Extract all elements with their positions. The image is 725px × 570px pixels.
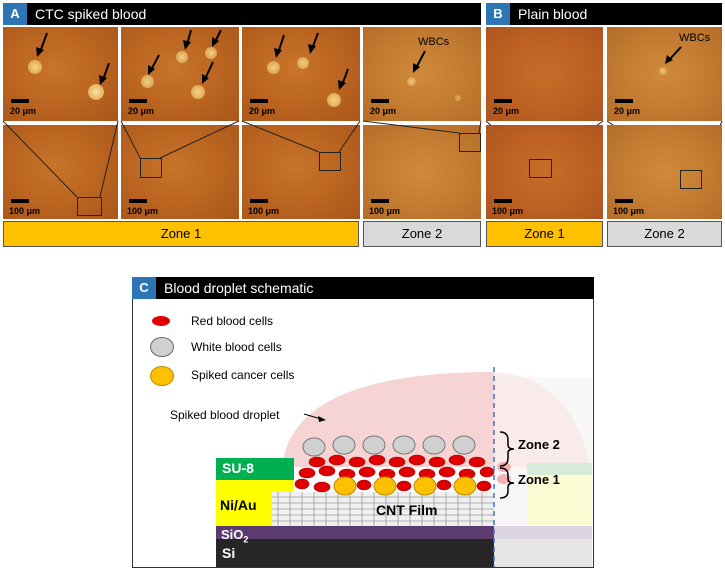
panel-b-title: Plain blood (518, 6, 588, 22)
micrograph-b1-zoom: 20 μm (486, 27, 603, 121)
zoom-region-box (319, 152, 341, 171)
scale-bar (615, 99, 633, 103)
layer-niau-label: Ni/Au (220, 497, 257, 513)
scale-label: 100 μm (613, 206, 645, 216)
wbc-cell (455, 95, 461, 101)
panel-a-title: CTC spiked blood (35, 6, 147, 22)
panel-a-header: A CTC spiked blood (3, 3, 481, 25)
legend-rbc-swatch (152, 316, 170, 326)
zoom-region-box (140, 158, 162, 178)
ctc-cell (141, 75, 154, 88)
ctc-cell (176, 51, 188, 63)
ctc-cell (327, 93, 341, 107)
panel-c-badge: C (132, 277, 156, 299)
micrograph-a2-zoom: 20 μm (121, 27, 239, 121)
scale-label: 100 μm (492, 206, 524, 216)
panel-a-badge: A (3, 3, 27, 25)
scale-bar (11, 199, 29, 203)
arrows-overlay (148, 29, 222, 84)
ctc-cell (297, 57, 309, 69)
panel-b-zone2-bar: Zone 2 (607, 221, 722, 247)
scale-bar (371, 99, 389, 103)
ctc-cell (205, 47, 217, 59)
micrograph-a3-overview: 100 μm (242, 125, 360, 219)
legend-cancer-label: Spiked cancer cells (191, 368, 295, 382)
panel-a-zone2-bar: Zone 2 (363, 221, 481, 247)
micrograph-b2-zoom: WBCs 20 μm (607, 27, 722, 121)
panel-b-zone1-bar: Zone 1 (486, 221, 603, 247)
scale-bar (250, 199, 268, 203)
scale-bar (494, 199, 512, 203)
scale-label: 100 μm (248, 206, 280, 216)
zoom-region-box (459, 133, 481, 152)
scale-bar (615, 199, 633, 203)
legend-wbc-label: White blood cells (191, 340, 282, 354)
wbc-cell (659, 67, 667, 75)
scale-label: 20 μm (128, 106, 155, 116)
scale-bar (129, 199, 147, 203)
scale-label: 20 μm (493, 106, 520, 116)
micrograph-a4-zoom: WBCs 20 μm (363, 27, 481, 121)
legend-rbc-label: Red blood cells (191, 314, 274, 328)
zoom-region-box (680, 170, 702, 189)
arrows-overlay (36, 32, 110, 85)
scale-bar (371, 199, 389, 203)
scale-label: 20 μm (614, 106, 641, 116)
scale-bar (129, 99, 147, 103)
scale-label: 20 μm (249, 106, 276, 116)
ctc-cell (28, 60, 42, 74)
arrows-overlay (274, 32, 349, 90)
micrograph-a4-overview: 100 μm (363, 125, 481, 219)
scale-label: 100 μm (369, 206, 401, 216)
scale-bar (250, 99, 268, 103)
layer-su8-label: SU-8 (222, 460, 254, 476)
micrograph-b2-overview: 100 μm (607, 125, 722, 219)
panel-a-zone1-bar: Zone 1 (3, 221, 359, 247)
layer-cnt-label: CNT Film (376, 502, 438, 518)
zoom-region-box (77, 197, 102, 216)
droplet-schematic (216, 367, 592, 567)
micrograph-a3-zoom: 20 μm (242, 27, 360, 121)
ctc-cell (88, 84, 104, 100)
panel-b-badge: B (486, 3, 510, 25)
zoom-region-box (529, 159, 552, 178)
layer-si-label: Si (222, 545, 236, 561)
scale-label: 20 μm (370, 106, 397, 116)
micrograph-a1-zoom: 20 μm (3, 27, 118, 121)
panel-c-title: Blood droplet schematic (164, 280, 314, 296)
legend-wbc-swatch (150, 337, 174, 357)
droplet-label: Spiked blood droplet (170, 408, 280, 422)
schematic-zone1-label: Zone 1 (518, 472, 560, 487)
ctc-cell (191, 85, 205, 99)
schematic-zone2-label: Zone 2 (518, 437, 560, 452)
micrograph-a2-overview: 100 μm (121, 125, 239, 219)
layer-sio2-label: SiO2 (221, 527, 249, 545)
legend-cancer-swatch (150, 366, 174, 386)
scale-label: 20 μm (10, 106, 37, 116)
micrograph-b1-overview: 100 μm (486, 125, 603, 219)
scale-label: 100 μm (9, 206, 41, 216)
ctc-cell (267, 61, 280, 74)
scale-bar (11, 99, 29, 103)
wbcs-label: WBCs (679, 32, 711, 44)
scale-bar (494, 99, 512, 103)
panel-c-header: C Blood droplet schematic (132, 277, 594, 299)
panel-b-header: B Plain blood (486, 3, 722, 25)
wbcs-label: WBCs (418, 36, 450, 48)
arrows-overlay (413, 50, 426, 73)
arrows-overlay (665, 46, 682, 64)
wbc-cell (407, 77, 416, 86)
scale-label: 100 μm (127, 206, 159, 216)
